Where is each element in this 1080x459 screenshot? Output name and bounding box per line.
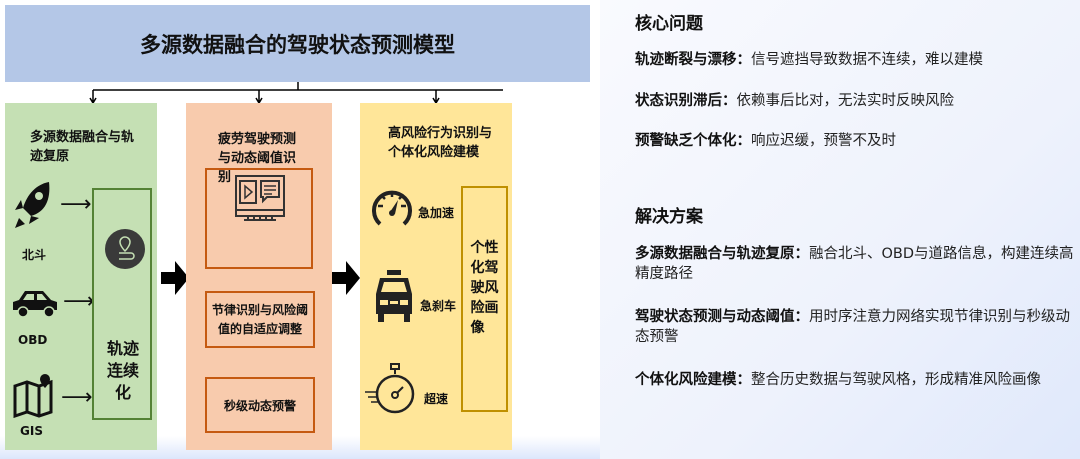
problem-label: 状态识别滞后：: [635, 93, 737, 109]
rocket-icon: [15, 182, 50, 228]
location-icon: [105, 229, 145, 269]
problem-text: 信号遮挡导致数据不连续，难以建模: [751, 52, 983, 68]
column-risk: [360, 103, 512, 450]
risk-profile-box: 个性化驾驶风险画像: [461, 186, 508, 412]
problem-label: 轨迹断裂与漂移：: [635, 52, 751, 68]
problems-heading: 核心问题: [635, 14, 703, 34]
column-title: 多源数据融合与轨迹复原: [30, 130, 135, 164]
solution-label: 多源数据融合与轨迹复原：: [635, 246, 809, 262]
problem-label: 预警缺乏个体化：: [635, 133, 751, 149]
solution-text: 用时序注意力网络实现节律识别与秒级动态预警: [635, 309, 1070, 345]
arrow-right-icon: ⟶: [61, 385, 93, 410]
behavior-label: 急加速: [418, 206, 455, 220]
problem-item: 轨迹断裂与漂移：信号遮挡导致数据不连续，难以建模: [635, 50, 983, 70]
monitor-box: [205, 168, 313, 269]
column-fatigue: [186, 103, 332, 450]
column-title: 高风险行为识别与个体化风险建模: [388, 126, 493, 160]
taxi-icon: [376, 270, 412, 322]
car-icon: [13, 291, 57, 318]
map-icon: [13, 374, 53, 418]
summary-panel: [600, 0, 1080, 459]
source-label: GIS: [20, 424, 43, 438]
source-label: OBD: [18, 333, 48, 347]
solution-text: 融合北斗、OBD与道路信息，构建连续高精度路径: [635, 246, 1074, 282]
trajectory-box: [92, 188, 152, 420]
monitor-icon: [235, 175, 285, 221]
problem-text: 依赖事后比对，无法实时反映风险: [736, 93, 955, 109]
column-data-fusion: [5, 103, 157, 450]
solution-label: 驾驶状态预测与动态阈值：: [635, 309, 809, 325]
arrow-right-icon: ⟶: [60, 192, 92, 217]
solution-item: 个体化风险建模：整合历史数据与驾驶风格，形成精准风险画像: [635, 370, 1075, 390]
speedometer-icon: [372, 190, 412, 226]
solution-item: 多源数据融合与轨迹复原：融合北斗、OBD与道路信息，构建连续高精度路径: [635, 244, 1075, 284]
solution-label: 个体化风险建模：: [635, 372, 751, 388]
problem-item: 状态识别滞后：依赖事后比对，无法实时反映风险: [635, 91, 954, 111]
diagram-title: 多源数据融合的驾驶状态预测模型: [5, 5, 590, 82]
risk-profile-label: 个性化驾驶风险画像: [470, 240, 499, 336]
flow-arrow-icon: [161, 261, 189, 299]
solution-item: 驾驶状态预测与动态阈值：用时序注意力网络实现节律识别与秒级动态预警: [635, 307, 1075, 347]
behavior-label: 超速: [424, 392, 449, 406]
column-title: 疲劳驾驶预测与动态阈值识别: [218, 132, 297, 185]
flow-arrow-icon: [332, 261, 360, 299]
connector-lines: [89, 82, 503, 104]
behavior-label: 急刹车: [420, 299, 457, 313]
arrow-right-icon: ⟶: [63, 289, 95, 314]
solutions-heading: 解决方案: [635, 207, 703, 227]
diagram-panel: 多源数据融合的驾驶状态预测模型 多源数据融合与轨迹复原 北斗 OBD GIS ⟶…: [0, 0, 600, 459]
problem-item: 预警缺乏个体化：响应迟缓，预警不及时: [635, 131, 896, 151]
source-label: 北斗: [22, 248, 47, 262]
rhythm-threshold-box: 节律识别与风险阈值的自适应调整: [205, 291, 315, 348]
problem-text: 响应迟缓，预警不及时: [751, 133, 896, 149]
trajectory-result: 轨迹连续化: [106, 339, 139, 402]
solution-text: 整合历史数据与驾驶风格，形成精准风险画像: [751, 372, 1041, 388]
stopwatch-icon: [365, 363, 415, 414]
second-warning-box: 秒级动态预警: [205, 377, 315, 433]
